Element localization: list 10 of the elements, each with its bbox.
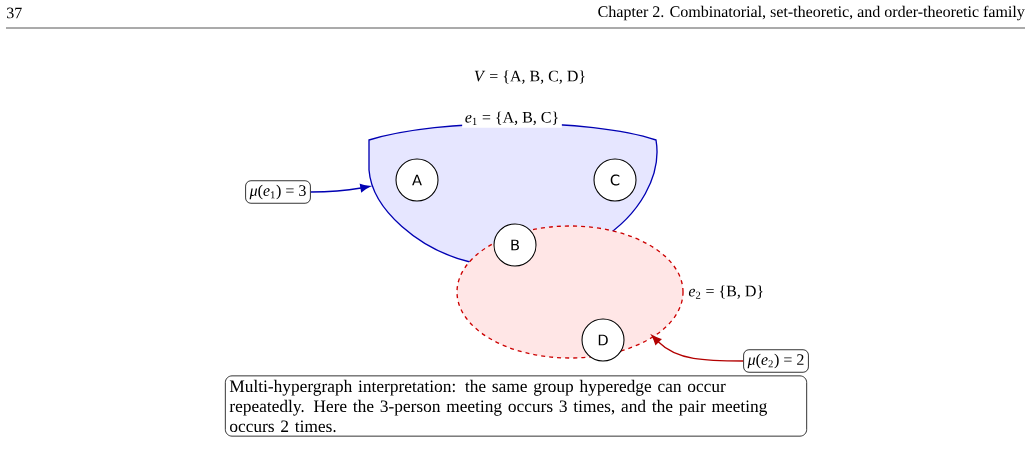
page-number: 37 [7, 7, 22, 19]
note-box: Multi-hypergraph interpretation: the same group hyperedge can occur repeatedly. Here the 3-person meeting occurs 3 times, and the pair meeting occurs 2 times. [224, 375, 808, 437]
multiplicity-box: μ(e$_{1}$) = 3 [245, 180, 311, 204]
arrow [651, 335, 744, 362]
arrow [310, 183, 371, 193]
running-header: Chapter 2. Combinatorial, set-theoretic, and order-theoretic family [598, 5, 1025, 21]
node-label: e$_{2}$ = {B, D} [688, 285, 763, 299]
multiplicity-box: μ(e$_{2}$) = 2 [743, 349, 809, 373]
vertex-set-label: V = {A, B, C, D} [474, 70, 585, 84]
node-label: e$_{1}$ = {A, B, C} [465, 111, 558, 125]
